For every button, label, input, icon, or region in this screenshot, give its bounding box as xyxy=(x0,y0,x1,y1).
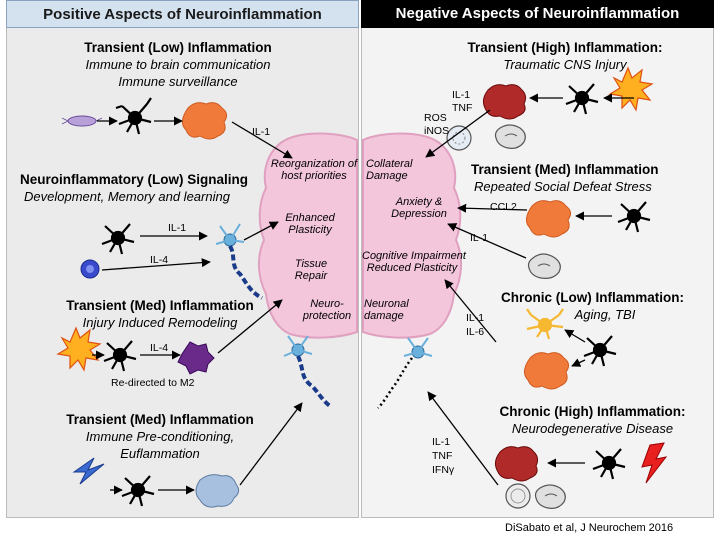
resting-microglia-icon xyxy=(101,223,135,255)
brain-label-line: Cognitive Impairment xyxy=(362,250,466,262)
injury-star-icon xyxy=(608,66,654,112)
left-section1-subtitle1: Immune to brain communication xyxy=(85,57,271,72)
signal-label: IL-1 xyxy=(252,126,271,138)
brain-label-line: damage xyxy=(364,310,404,322)
monocyte-icon xyxy=(534,484,566,509)
resting-microglia-icon xyxy=(592,448,626,480)
brain-label-line: Plasticity xyxy=(288,224,332,236)
bacterium-icon xyxy=(61,115,103,127)
left-section4-subtitle2: Euflammation xyxy=(120,446,200,461)
left-section3-subtitle: Injury Induced Remodeling xyxy=(82,315,238,330)
brain-label-line: Enhanced xyxy=(285,212,335,224)
brain-label-enhanced-plasticity: Enhanced Plasticity xyxy=(270,212,350,236)
brain-label-line: Tissue xyxy=(294,258,328,270)
brain-label-neuronal-damage: Neuronal damage xyxy=(364,298,424,322)
left-section2-subtitle: Development, Memory and learning xyxy=(24,189,230,204)
brain-label-line: Damage xyxy=(366,170,408,182)
signal-label: IL-4 xyxy=(150,342,169,354)
signal-label: iNOS xyxy=(424,125,450,137)
lightning-icon xyxy=(72,457,105,485)
signal-label: CCL2 xyxy=(490,201,517,213)
negative-aspects-title: Negative Aspects of Neuroinflammation xyxy=(361,0,714,28)
left-section1-title: Transient (Low) Inflammation xyxy=(84,40,272,55)
left-section4-title: Transient (Med) Inflammation xyxy=(66,412,254,427)
signal-label: IL-4 xyxy=(150,254,169,266)
signal-label: TNF xyxy=(452,102,473,114)
lightning-icon xyxy=(641,442,668,484)
signal-label: IL-1 xyxy=(466,312,485,324)
right-section3-title: Chronic (Low) Inflammation: xyxy=(501,290,684,305)
brain-label-reorganization: Reorganization of host priorities xyxy=(268,158,360,182)
citation: DiSabato et al, J Neurochem 2016 xyxy=(505,522,674,534)
positive-aspects-title: Positive Aspects of Neuroinflammation xyxy=(6,0,359,28)
right-section1-subtitle: Traumatic CNS Injury xyxy=(503,57,627,72)
damaging-microglia-icon xyxy=(482,84,527,120)
left-section4-subtitle1: Immune Pre-conditioning, xyxy=(85,429,235,444)
neuron-icon xyxy=(283,335,332,408)
m2-macrophage-icon xyxy=(177,341,215,375)
brain-label-anxiety-depression: Anxiety & Depression xyxy=(384,196,454,220)
brain-label-tissue-repair: Tissue Repair xyxy=(276,258,346,282)
signal-label: TNF xyxy=(432,450,453,462)
brain-label-line: Depression xyxy=(391,208,447,220)
brain-label-collateral-damage: Collateral Damage xyxy=(366,158,426,182)
brain-label-line: Reduced Plasticity xyxy=(366,262,458,274)
signal-label: IL-6 xyxy=(466,326,485,338)
primed-macrophage-icon xyxy=(505,483,531,509)
right-section2-subtitle: Repeated Social Defeat Stress xyxy=(474,179,652,194)
activated-microglia-icon xyxy=(524,352,570,390)
left-section2-title: Neuroinflammatory (Low) Signaling xyxy=(20,172,249,187)
preconditioned-cell-icon xyxy=(195,474,240,508)
aged-microglia-icon xyxy=(526,308,564,340)
activated-microglia-icon xyxy=(182,102,228,140)
left-section1-subtitle2: Immune surveillance xyxy=(118,74,238,89)
neuronal-damage-icon xyxy=(377,337,433,409)
right-section4-subtitle: Neurodegenerative Disease xyxy=(511,421,674,436)
brain-label-line: Anxiety & xyxy=(395,196,443,208)
injury-star-icon xyxy=(56,326,102,372)
resting-microglia-icon xyxy=(121,475,155,507)
right-section4-title: Chronic (High) Inflammation: xyxy=(499,404,686,419)
brain-label-line: Reorganization of xyxy=(270,158,358,170)
signal-label: IL-1 xyxy=(470,232,489,244)
resting-microglia-icon xyxy=(565,83,599,115)
monocyte-icon xyxy=(527,253,561,279)
monocyte-icon xyxy=(80,259,100,279)
resting-microglia-icon xyxy=(617,201,651,233)
brain-label-line: Neuronal xyxy=(364,298,409,310)
brain-label-cognitive-impairment: Cognitive Impairment Reduced Plasticity xyxy=(362,250,466,274)
resting-microglia-icon xyxy=(115,97,152,135)
right-section1-title: Transient (High) Inflammation: xyxy=(467,40,663,55)
m2-redirect-note: Re-directed to M2 xyxy=(111,377,195,389)
brain-icon xyxy=(258,132,462,339)
resting-microglia-icon xyxy=(583,335,617,367)
brain-label-line: host priorities xyxy=(281,170,347,182)
right-section3-subtitle: Aging, TBI xyxy=(574,307,636,322)
left-section3-title: Transient (Med) Inflammation xyxy=(66,298,254,313)
brain-label-line: Repair xyxy=(294,270,328,282)
brain-label-line: protection xyxy=(302,310,352,322)
signal-label: ROS xyxy=(424,112,447,124)
neuron-icon xyxy=(215,223,263,300)
signal-label: IL-1 xyxy=(432,436,451,448)
monocyte-icon xyxy=(494,124,526,149)
signal-label: IL-1 xyxy=(452,89,471,101)
signal-label: IFNγ xyxy=(432,464,455,476)
right-section2-title: Transient (Med) Inflammation xyxy=(471,162,659,177)
resting-microglia-icon xyxy=(103,340,137,372)
signal-label: IL-1 xyxy=(168,222,187,234)
brain-label-line: Collateral xyxy=(366,158,413,170)
activated-microglia-icon xyxy=(526,200,572,238)
primed-macrophage-icon xyxy=(446,125,472,151)
brain-label-line: Neuro- xyxy=(310,298,344,310)
brain-label-neuroprotection: Neuro- protection xyxy=(292,298,362,322)
damaging-microglia-icon xyxy=(494,446,539,482)
